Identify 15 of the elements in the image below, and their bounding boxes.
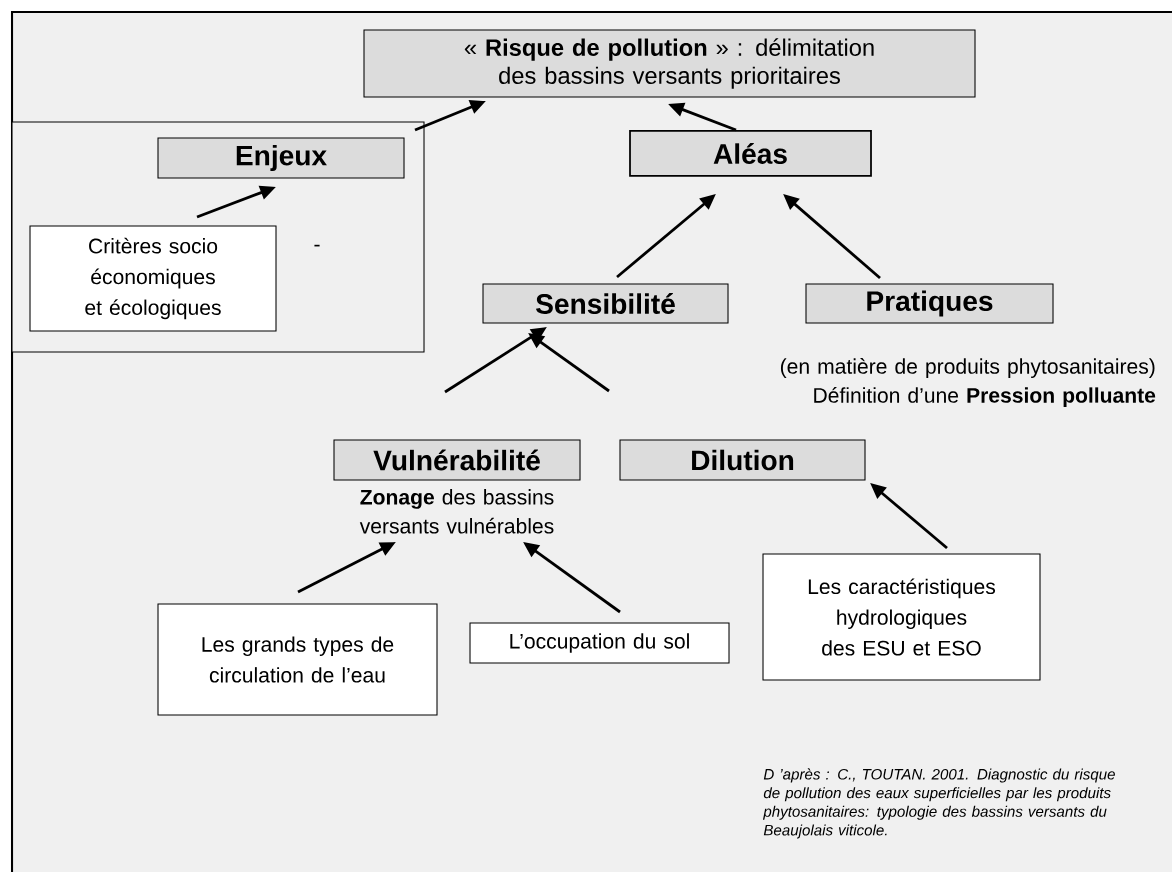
title-box: « Risque de pollution » : délimitation des bassins versants prioritaires — [363, 29, 976, 98]
factor-box: Critères socio économiques et écologiques — [29, 225, 277, 332]
factor-box: Les grands types de circulation de l’eau — [157, 603, 438, 716]
caption-text: Zonage des bassins versants vulnérables — [359, 489, 554, 534]
factor-box: L’occupation du sol — [469, 622, 730, 664]
category-box: Dilution — [619, 439, 866, 481]
category-box: Pratiques — [805, 283, 1054, 324]
category-box: Enjeux — [157, 137, 405, 179]
factor-box: Les caractéristiques hydrologiques des ESU et ESO — [762, 553, 1041, 681]
caption-text: (en matière de produits phytosanitaires) Définition d’une Pression polluante — [780, 358, 1156, 407]
category-box: Aléas — [629, 130, 872, 177]
dash-mark: - — [314, 244, 320, 247]
citation-text: D ’après : C., TOUTAN. 2001. Diagnostic du risque de pollution des eaux superficielles par les produits phytosanitaires: typologie des bassins versants du Beaujolais viticole. — [762, 768, 1115, 839]
category-box: Vulnérabilité — [333, 439, 581, 481]
category-box: Sensibilité — [482, 283, 729, 324]
